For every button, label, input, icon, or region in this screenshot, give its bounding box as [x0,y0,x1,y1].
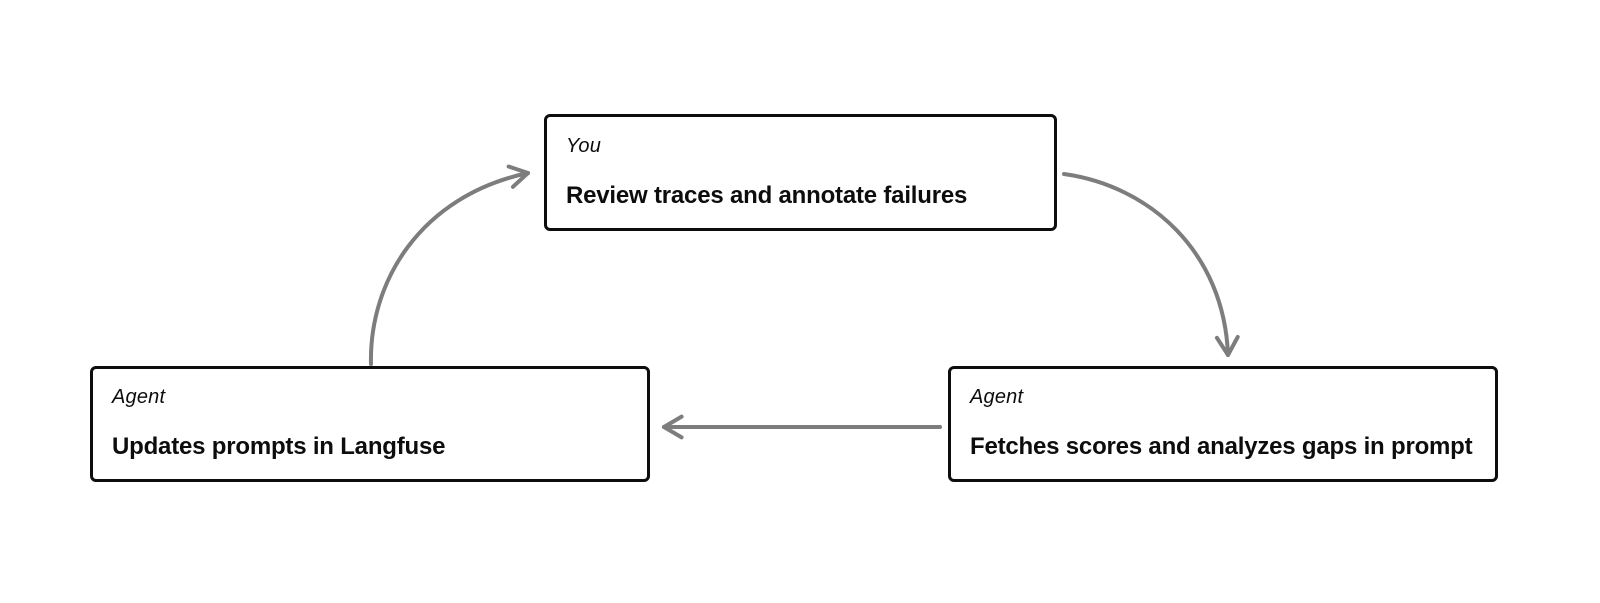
node-updates-prompts: Agent Updates prompts in Langfuse [90,366,650,482]
node-fetches-scores: Agent Fetches scores and analyzes gaps i… [948,366,1498,482]
node-review-traces: You Review traces and annotate failures [544,114,1057,231]
node-actor-label: Agent [970,386,1024,408]
node-task-label: Fetches scores and analyzes gaps in prom… [970,433,1473,460]
arrow-update-to-review [368,164,530,366]
arrow-review-to-fetch [1062,172,1240,357]
node-task-label: Review traces and annotate failures [566,181,968,209]
node-task-label: Updates prompts in Langfuse [112,433,446,460]
node-actor-label: You [566,134,602,157]
node-actor-label: Agent [112,386,166,408]
